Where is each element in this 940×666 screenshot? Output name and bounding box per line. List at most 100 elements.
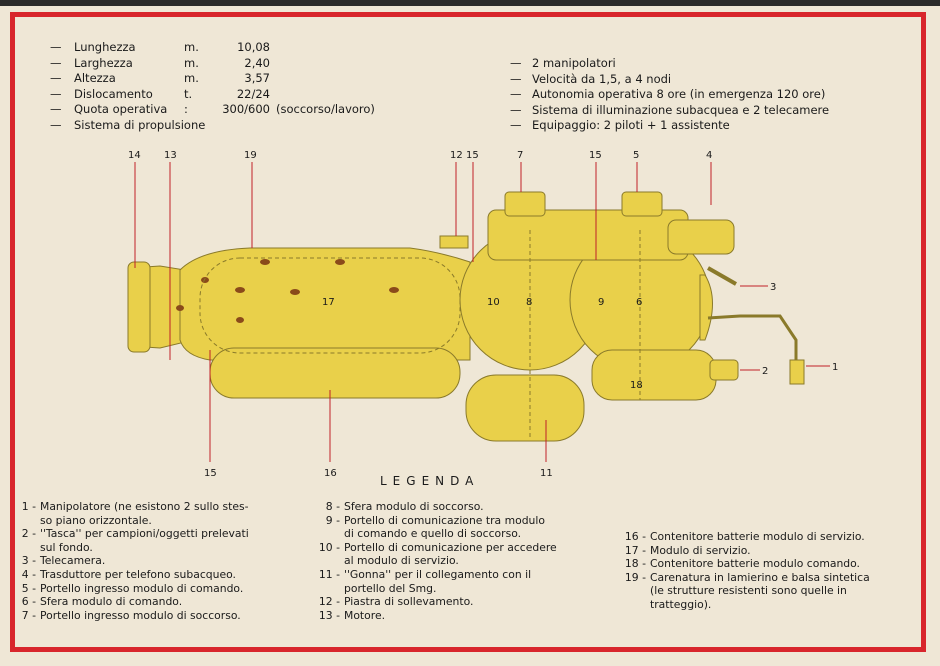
upper-housing [487,209,689,261]
transducer [667,219,735,255]
propeller-shroud [127,261,151,353]
spec-row: —Equipaggio: 2 piloti + 1 assistente [510,118,829,134]
spec-row: —Quota operativa:300/600(soccorso/lavoro… [50,102,375,118]
legend-number: 12 - [318,595,340,609]
legend-text: Manipolatore (ne esistono 2 sullo stes- … [40,500,249,527]
spec-dash: — [50,71,62,85]
legend-number: 4 - [21,567,36,581]
legend-number: 10 - [318,540,340,554]
spec-dash: — [510,71,522,86]
spec-lbl: Altezza [74,71,116,85]
callout-10: 10 [487,297,500,308]
legend-text: Carenatura in lamierino e balsa sintetic… [650,570,870,611]
spec-text: Velocità da 1,5, a 4 nodi [532,71,672,86]
callout-4: 4 [706,150,712,161]
lifting-plate [439,235,469,249]
spec-val: 300/600 [222,102,270,116]
legend-item: 8 - Sfera modulo di soccorso. [310,500,610,514]
callout-15-top: 15 [466,150,479,161]
legend-item: 10 - Portello di comunicazione per accede… [310,541,610,568]
callout-13: 13 [164,150,177,161]
callout-3: 3 [770,282,776,293]
callout-17: 17 [322,297,335,308]
legend-item: 17 - Modulo di servizio. [616,544,916,558]
legend-number: 9 - [325,513,340,527]
legend-item: 13 - Motore. [310,609,610,623]
legend-number: 1 - [21,500,36,513]
callout-12: 12 [450,150,463,161]
legend-text: Portello ingresso modulo di comando. [40,581,244,595]
callout-16: 16 [324,468,337,479]
manipulator-arm [707,314,798,380]
spec-unit: m. [184,71,199,85]
legend-text: Modulo di servizio. [650,543,751,557]
spec-text: 2 manipolatori [532,56,616,70]
callout-19: 19 [244,150,257,161]
legend-text: Motore. [344,608,386,622]
spec-dash: — [50,55,62,70]
legend-number: 2 - [21,527,36,541]
battery-container-16 [209,347,461,399]
legend-item: 5 -Portello ingresso modulo di comando. [6,582,306,596]
spec-dash: — [50,86,62,101]
spec-text: Autonomia operativa 8 ore (in emergenza … [532,87,826,101]
service-module-hull [179,247,471,361]
legend-item: 16 -Contenitore batterie modulo di servi… [616,530,916,544]
spec-text: Equipaggio: 2 piloti + 1 assistente [532,118,730,132]
spec-lbl: Quota operativa [74,102,168,116]
legend-item: 19 - Carenatura in lamierino e balsa sint… [616,571,916,612]
legend-text: Trasduttore per telefono subacqueo. [40,567,236,581]
spec-val: 2,40 [244,55,270,70]
legend-text: Portello di comunicazione tra modulo di … [344,513,546,541]
spec-row: — Autonomia operativa 8 ore (in emergenza… [510,87,829,103]
spec-lbl: Lunghezza [74,40,136,54]
legend-item: 3 - Telecamera. [6,554,306,568]
legend-text: ''Tasca'' per campioni/oggetti prelevati… [40,527,249,554]
spec-unit: m. [184,40,199,54]
spec-dash: — [510,56,522,70]
legend-text: Telecamera. [40,554,106,568]
spec-unit: m. [184,55,199,70]
hatch-7 [504,191,546,217]
callout-15-bottom: 15 [204,468,217,479]
callout-6: 6 [636,297,642,308]
nose [699,274,713,341]
callout-8: 8 [526,297,532,308]
spec-dash: — [510,87,522,101]
spec-unit: t. [184,86,193,101]
legend-item: 4 - Trasduttore per telefono subacqueo. [6,568,306,582]
spec-row: — Larghezza m. 2,40 [50,56,375,72]
spec-row: —Sistema di propulsione [50,118,375,134]
legend-item: 12 -Piastra di sollevamento. [310,595,610,609]
callout-9: 9 [598,297,604,308]
legend-text: Sfera modulo di soccorso. [344,500,484,513]
legend-number: 13 - [318,608,340,622]
legend-number: 19 - [624,570,646,584]
callout-1: 1 [832,362,838,373]
legend-number: 18 - [624,557,646,571]
legend-item: 7 -Portello ingresso modulo di soccorso. [6,609,306,623]
spec-lbl: Larghezza [74,55,133,70]
spec-unit: : [184,102,188,116]
legend-number: 8 - [325,500,340,513]
callout-15-mid: 15 [589,150,602,161]
callout-5: 5 [633,150,639,161]
spec-dash: — [50,40,62,54]
legend-title: LEGENDA [380,474,480,488]
legend-text: Contenitore batterie modulo comando. [650,557,860,571]
callout-18: 18 [630,380,643,391]
legend-number: 17 - [624,543,646,557]
legend-text: Portello di comunicazione per accedere a… [344,540,557,568]
spec-row: — Velocità da 1,5, a 4 nodi [510,72,829,88]
legend-text: Contenitore batterie modulo di servizio. [650,530,865,543]
legend-number: 3 - [21,554,36,568]
spec-dash: — [50,117,62,132]
legend-number: 6 - [21,595,36,609]
legend-item: 2 - ''Tasca'' per campioni/oggetti prelev… [6,527,306,554]
legend-text: ''Gonna'' per il collegamento con il por… [344,567,532,595]
